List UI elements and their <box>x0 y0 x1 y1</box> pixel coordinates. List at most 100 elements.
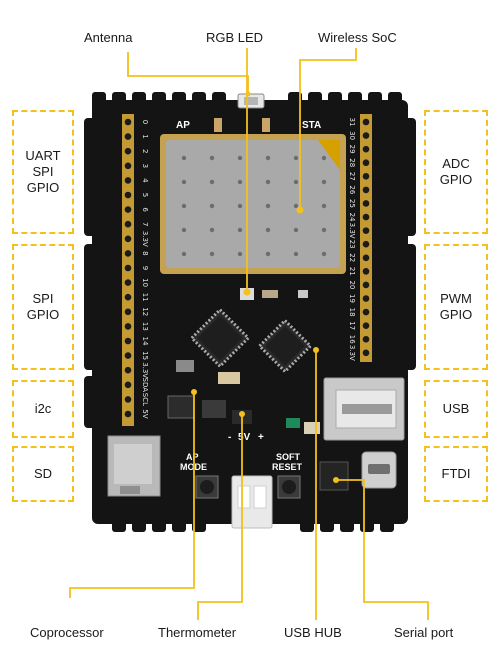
header-pin <box>124 293 132 301</box>
adc-gpio-box: ADC GPIO <box>424 110 488 234</box>
left-pin-label: 5 <box>141 193 149 197</box>
left-pin-label: 10 <box>141 278 149 287</box>
right-pin-label: 16 <box>348 335 356 344</box>
header-pin <box>362 145 370 153</box>
header-pin <box>362 349 370 357</box>
smd-component <box>262 118 270 132</box>
header-pin <box>362 200 370 207</box>
left-pin-label: 3.3V <box>141 362 149 378</box>
regulator <box>202 400 226 418</box>
module-via <box>181 203 187 209</box>
header-pin <box>124 323 132 330</box>
five-v-silkscreen: 5V <box>238 432 251 443</box>
header-pin <box>362 213 370 221</box>
module-via <box>321 155 327 161</box>
plus-silkscreen: + <box>258 432 264 443</box>
header-pin <box>362 132 370 139</box>
header-pin <box>362 173 370 180</box>
spi-gpio-box: SPI GPIO <box>12 244 74 370</box>
header-pin <box>124 366 132 374</box>
module-via <box>265 179 271 185</box>
right-pin-label: 27 <box>348 172 356 181</box>
ap-mode-button[interactable] <box>195 475 219 499</box>
header-pin <box>362 186 370 194</box>
module-via <box>237 203 243 209</box>
coprocessor-label: Coprocessor <box>30 625 104 640</box>
left-pin-label: 11 <box>141 293 149 302</box>
right-pin-label: 21 <box>348 267 356 276</box>
right-pin-label: 25 <box>348 199 356 208</box>
module-via <box>237 155 243 161</box>
ap-mode-silkscreen-1: AP <box>186 452 199 462</box>
header-pin <box>124 162 132 170</box>
micro-usb-port <box>361 451 397 489</box>
module-via <box>237 227 243 233</box>
usb-hub-label: USB HUB <box>284 625 342 640</box>
module-via <box>265 227 271 233</box>
left-pin-label: 4 <box>141 178 149 183</box>
right-pin-label: 24 <box>348 213 356 222</box>
module-via <box>321 203 327 209</box>
header-pin <box>362 159 370 167</box>
module-via <box>293 227 299 233</box>
module-via <box>209 179 215 185</box>
smd-component <box>298 290 308 298</box>
antenna-connector <box>237 93 265 109</box>
power-connector <box>231 475 273 529</box>
module-via <box>265 251 271 257</box>
leader-dots <box>191 91 339 483</box>
header-pin <box>362 295 370 302</box>
left-pin-label: 15 <box>141 351 149 360</box>
left-pin-label: 5V <box>141 409 149 418</box>
left-pin-label: 12 <box>141 307 149 316</box>
right-pin-label: 29 <box>348 145 356 154</box>
right-pin-label: 20 <box>348 280 356 289</box>
smd-component <box>176 360 194 372</box>
header-pin <box>124 177 132 184</box>
header-pin <box>124 352 132 359</box>
module-via <box>293 203 299 209</box>
module-via <box>237 251 243 257</box>
header-pin <box>124 191 132 199</box>
right-pin-label: 3.3V <box>348 223 356 239</box>
header-pin <box>362 268 370 275</box>
right-pin-label: 23 <box>348 240 356 249</box>
header-pin <box>124 410 132 418</box>
left-pin-label: 3 <box>141 164 149 168</box>
wireless-soc-module <box>160 134 346 274</box>
header-pin <box>124 220 132 228</box>
sta-silkscreen: STA <box>302 120 321 131</box>
header-pin <box>124 147 132 155</box>
module-via <box>293 155 299 161</box>
module-via <box>209 155 215 161</box>
header-pin <box>124 308 132 316</box>
left-edge-tabs <box>84 118 96 428</box>
sd-card-slot <box>107 435 161 497</box>
module-via <box>209 203 215 209</box>
module-via <box>321 251 327 257</box>
coprocessor-chip <box>189 307 251 369</box>
module-via <box>293 179 299 185</box>
right-pin-label: 31 <box>348 118 356 127</box>
right-pin-label: 22 <box>348 253 356 262</box>
header-pin <box>124 337 132 345</box>
module-via <box>181 155 187 161</box>
soft-reset-silkscreen-2: RESET <box>272 462 303 472</box>
module-via <box>181 251 187 257</box>
left-pin-label: SDA <box>141 378 149 393</box>
right-pin-label: 17 <box>348 321 356 330</box>
header-pin <box>362 227 370 234</box>
module-via <box>237 179 243 185</box>
right-pin-label: 18 <box>348 308 356 317</box>
module-via <box>293 251 299 257</box>
right-pin-label: 19 <box>348 294 356 303</box>
smd-component <box>262 290 278 298</box>
soft-reset-button[interactable] <box>277 475 301 499</box>
left-pin-label: 3.3V <box>141 231 149 247</box>
crystal <box>218 372 240 384</box>
antenna-label: Antenna <box>84 30 133 45</box>
right-edge-tabs <box>404 118 416 370</box>
left-pin-label: 13 <box>141 322 149 331</box>
